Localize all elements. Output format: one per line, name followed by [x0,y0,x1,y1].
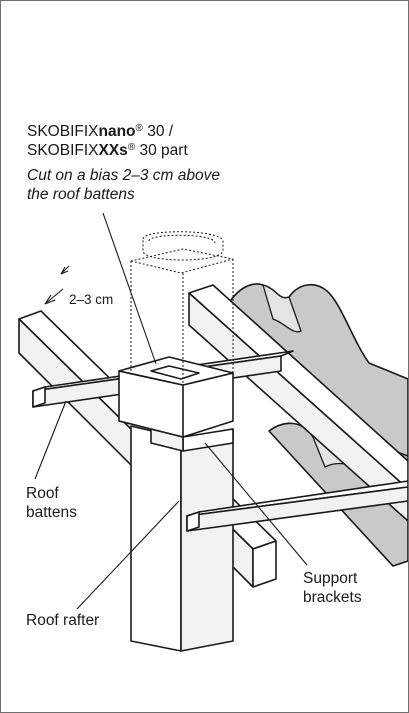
dimension-marker [44,265,70,305]
product-title: SKOBIFIXnano® 30 / SKOBIFIXXXs® 30 part [27,122,188,160]
roof-batten-lower [186,480,408,532]
cut-instruction: Cut on a bias 2–3 cm above the roof batt… [27,167,221,203]
pipe-dashed-outline [130,231,234,385]
title-line-2: SKOBIFIXXXs® 30 part [27,142,188,159]
title-line-1: SKOBIFIXnano® 30 / [27,123,174,140]
chimney-side [180,428,234,652]
leader-battens [34,400,67,480]
leader-instruction [102,212,157,365]
leader-lines [34,212,308,610]
roof-tile-upper-highlight [262,284,302,333]
label-support-brackets: Support brackets [303,570,362,606]
label-roof-rafter: Roof rafter [26,612,100,629]
label-roof-battens: Roof battens [26,485,77,521]
rafter-right-side [188,292,408,522]
rafter-left-end [252,540,277,588]
chimney-front [130,425,182,652]
pipe-sleeve [118,356,234,438]
leader-rafter [76,500,180,610]
dimension-label: 2–3 cm [69,292,114,307]
leader-brackets [204,442,308,566]
